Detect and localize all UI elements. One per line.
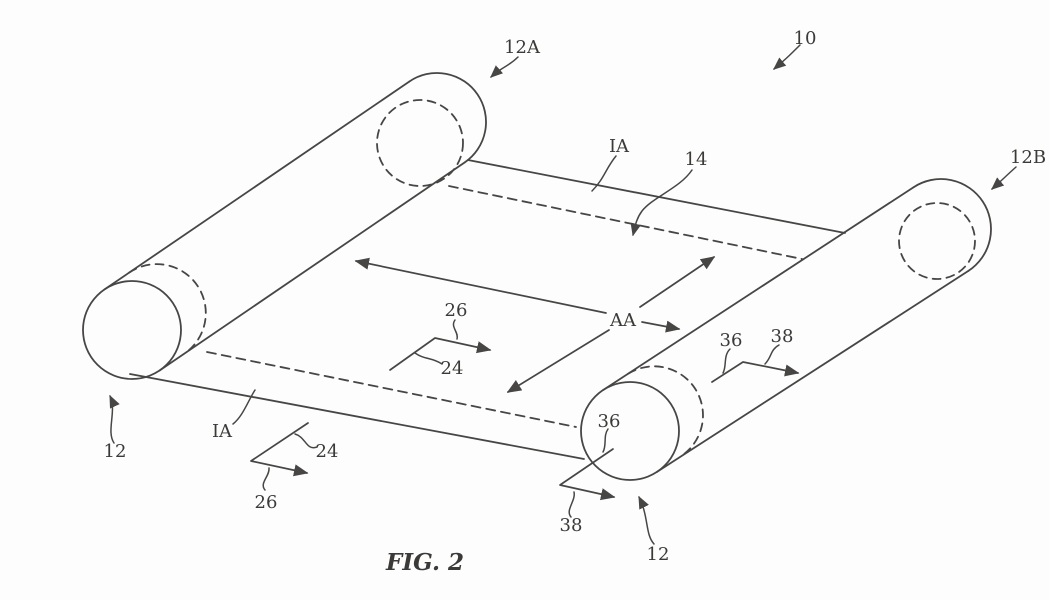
roller-12a-lower-side (158, 161, 466, 372)
roller-12a-front-end-circle (82, 280, 182, 380)
leader-10 (773, 44, 801, 70)
roller-12b-lower-side (655, 269, 970, 473)
direction-indicators (250, 337, 800, 501)
roller-12a-end-cap (408, 72, 487, 164)
leader-12-bottom (638, 495, 655, 545)
label-aa: AA (609, 310, 637, 331)
direction-arrow-bottom-left (250, 422, 309, 477)
label-12-left: 12 (104, 441, 127, 462)
leader-ia-top (591, 155, 617, 192)
display-sheet (129, 159, 846, 460)
active-area-arrows (354, 256, 716, 393)
active-area-boundary-bottom (206, 351, 577, 428)
label-26-bottom: 26 (255, 492, 278, 513)
aa-width-arrow-right (641, 320, 681, 333)
label-38-right: 38 (771, 326, 794, 347)
label-38-bottom: 38 (560, 515, 583, 536)
figure-caption: FIG. 2 (385, 549, 464, 576)
leader-12a (490, 56, 519, 78)
aa-length-arrow-up (639, 256, 716, 308)
label-12-bottom: 12 (647, 544, 670, 565)
leader-24-mid (414, 352, 443, 365)
leader-26-mid (452, 319, 459, 340)
leader-36-right (722, 348, 731, 374)
leader-12b (991, 166, 1017, 190)
leader-lines (109, 44, 1017, 545)
label-14: 14 (685, 149, 708, 170)
label-36-bottom: 36 (598, 411, 621, 432)
roller-12a-hidden-edge-near (128, 263, 207, 355)
leader-38-bottom (568, 491, 575, 518)
leader-24-bottom (294, 433, 318, 449)
label-ia-bottom: IA (212, 421, 233, 442)
active-area-boundary-top (448, 185, 803, 260)
roller-12a-hidden-edge-far (376, 99, 464, 187)
roller-12b-front-end-circle (580, 381, 680, 481)
label-24-mid: 24 (441, 358, 464, 379)
label-26-mid: 26 (445, 300, 468, 321)
roller-12b-hidden-edge-near (627, 365, 704, 457)
roller-12b-upper-side (602, 186, 915, 391)
label-24-bottom: 24 (316, 441, 339, 462)
aa-length-arrow-down (506, 329, 610, 393)
roller-12b-hidden-edge-far (898, 202, 976, 280)
roller-12a-upper-side (103, 80, 411, 291)
direction-arrow-mid (389, 337, 492, 371)
leader-26-bottom (262, 467, 270, 491)
reference-labels: 12A 10 IA 14 12B 26 24 AA 36 38 36 12 IA… (104, 28, 1047, 565)
direction-arrow-bottom (559, 448, 616, 501)
label-ia-top: IA (609, 136, 630, 157)
direction-arrow-right (711, 361, 800, 383)
label-12a: 12A (504, 37, 541, 58)
leader-38-right (764, 344, 780, 365)
roller-12a (82, 72, 487, 380)
sheet-top-edge (467, 159, 846, 234)
roller-12b (580, 178, 992, 481)
leader-ia-bottom (232, 389, 256, 425)
sheet-front-edge (129, 373, 585, 460)
aa-width-arrow-left (354, 257, 607, 314)
leader-12-left (109, 394, 120, 444)
leader-36-bottom (602, 428, 609, 453)
roller-12b-end-cap (912, 178, 992, 272)
label-36-right: 36 (720, 330, 743, 351)
label-10: 10 (794, 28, 817, 49)
leader-14 (630, 169, 693, 237)
label-12b: 12B (1010, 147, 1046, 168)
